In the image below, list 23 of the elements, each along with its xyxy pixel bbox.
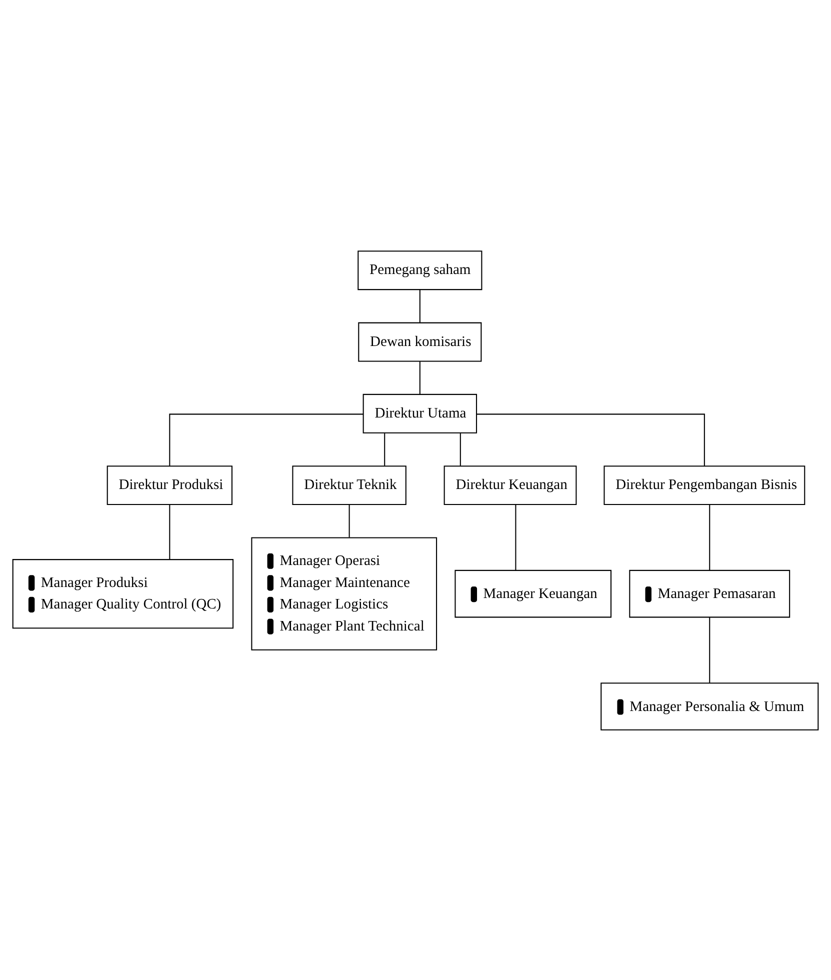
node-box: Dewan komisaris xyxy=(358,322,482,362)
connector xyxy=(169,413,364,466)
connector xyxy=(384,432,386,466)
connector xyxy=(460,432,461,466)
connector xyxy=(515,504,516,570)
node-box: Direktur Keuangan xyxy=(444,465,577,505)
node-box: Manager Pemasaran xyxy=(629,569,790,618)
node-box: Pemegang saham xyxy=(358,250,482,290)
node-box: Direktur Produksi xyxy=(106,465,232,505)
connector xyxy=(419,361,420,394)
connector xyxy=(419,289,420,322)
node-box: Manager Keuangan xyxy=(454,569,612,618)
connector xyxy=(709,616,710,682)
connector xyxy=(709,504,710,570)
node-box: Direktur Pengembangan Bisnis xyxy=(604,465,806,505)
node-box: Direktur Utama xyxy=(362,393,478,433)
node-box: Direktur Teknik xyxy=(292,465,406,505)
node-box: Manager Personalia & Umum xyxy=(600,682,819,730)
node-box: Manager Operasi Manager Maintenance Manager Logistics Manager Plant Technical xyxy=(251,536,438,650)
connector xyxy=(476,413,705,466)
node-box: Manager Produksi Manager Quality Control (QC) xyxy=(12,558,234,628)
connector xyxy=(169,504,170,559)
connector xyxy=(348,504,350,537)
